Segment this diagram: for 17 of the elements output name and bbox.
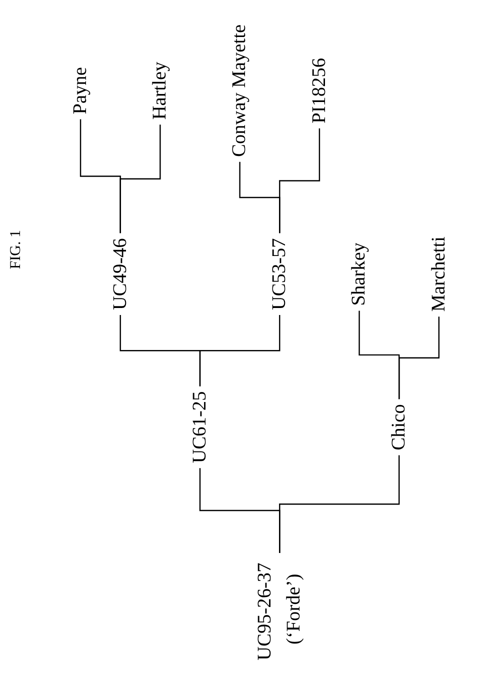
node-label: Hartley xyxy=(150,62,170,120)
connector-line xyxy=(278,455,400,553)
node-label: UC49-46 xyxy=(110,238,130,310)
connector-line xyxy=(119,124,160,234)
node-label: Chico xyxy=(388,404,409,450)
node-label: PI18256 xyxy=(308,58,330,124)
node-label: UC61-25 xyxy=(189,391,210,464)
connector-line xyxy=(398,316,440,400)
node-label: Sharkey xyxy=(348,242,370,306)
node-label: UC53-57 xyxy=(269,238,290,310)
connector-line xyxy=(278,128,320,234)
connector-line xyxy=(199,315,280,386)
node-label: Payne xyxy=(70,67,90,114)
node-label: Marchetti xyxy=(428,236,449,312)
figure-title: FIG. 1 xyxy=(8,230,25,270)
node-label: Conway Mayette xyxy=(229,24,250,157)
node-label: UC95-26-37 (‘Forde’) xyxy=(254,562,304,660)
